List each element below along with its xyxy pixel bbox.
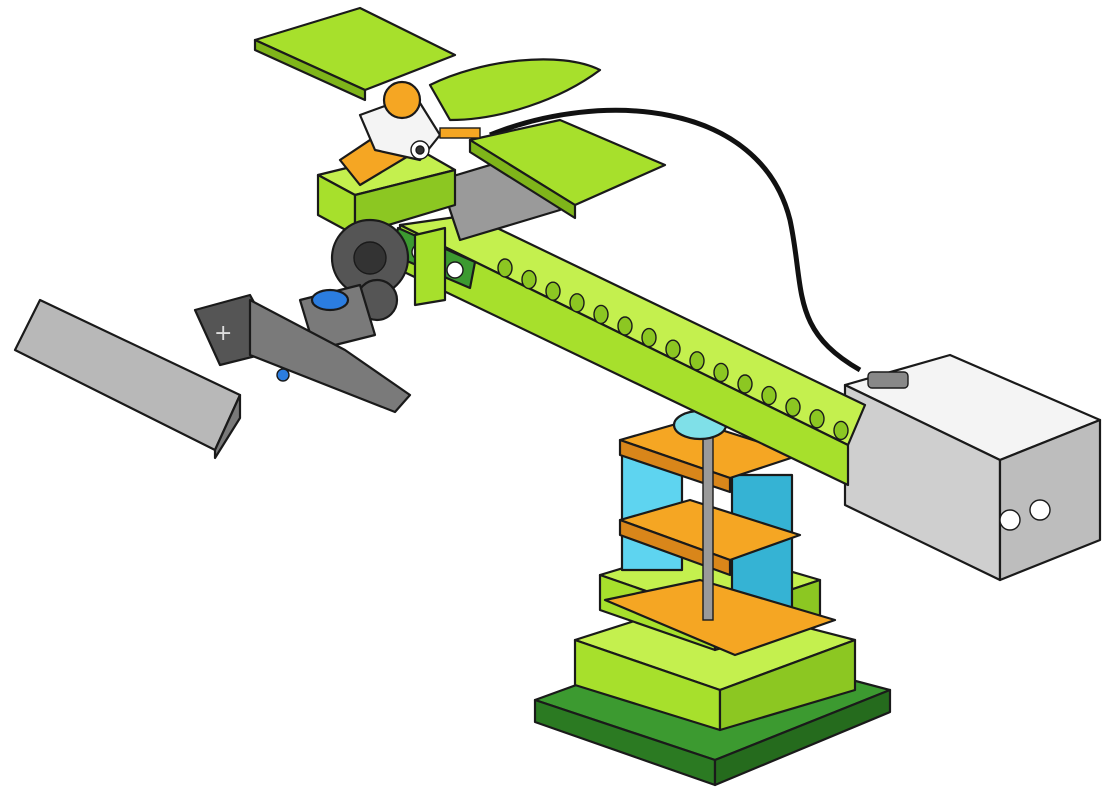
beam-hole — [617, 316, 633, 336]
beam-hole — [545, 281, 561, 301]
beam-hole — [833, 420, 849, 441]
motor-arm: + — [193, 283, 412, 414]
bird-wing-left — [253, 6, 457, 92]
beam-hole — [809, 409, 825, 429]
beam-hole — [689, 351, 705, 371]
bird-wing-top — [428, 58, 602, 122]
beam-hole — [497, 258, 513, 278]
beam-hole — [665, 339, 681, 359]
beam-hole — [569, 293, 585, 313]
plus-icon: + — [214, 321, 232, 346]
beam-holes — [497, 258, 849, 441]
hub-cable — [489, 107, 862, 373]
tower-base-side-right — [713, 688, 892, 787]
long-beam — [398, 213, 867, 487]
smarthub — [843, 353, 1102, 582]
bird-head-knob — [382, 80, 422, 120]
beam-hole — [737, 374, 753, 394]
beam-hole — [785, 397, 801, 417]
tower-axle — [702, 419, 714, 621]
beam-hole — [593, 304, 609, 325]
hub-button — [867, 371, 909, 389]
beam-hole — [641, 327, 657, 348]
beam-hole — [521, 269, 537, 290]
tower-orange-plate-low — [603, 578, 837, 657]
beam-hole — [761, 385, 777, 406]
bird — [253, 6, 667, 322]
tower — [533, 409, 892, 787]
beam-hole — [713, 362, 729, 383]
tower-step-low-right — [718, 638, 857, 732]
gray-paddle — [13, 298, 242, 460]
